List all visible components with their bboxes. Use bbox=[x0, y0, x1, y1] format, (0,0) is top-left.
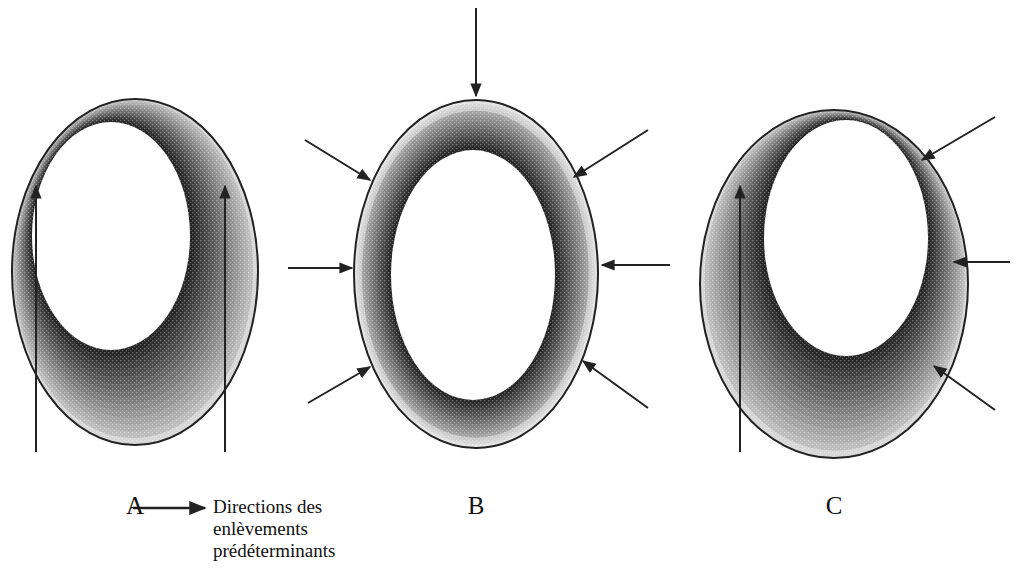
ring-shade bbox=[764, 120, 928, 356]
flake-rings bbox=[12, 99, 968, 458]
figure-letter: A bbox=[126, 492, 144, 520]
figure-letter: C bbox=[826, 492, 843, 520]
ring-stipple bbox=[12, 99, 258, 445]
ring-stipple bbox=[700, 110, 968, 458]
ring-shade bbox=[700, 110, 968, 458]
ring-shade bbox=[32, 122, 190, 350]
removal-arrows bbox=[36, 8, 1010, 452]
ring-shade bbox=[391, 150, 555, 400]
ring-outline bbox=[700, 110, 968, 458]
ring-shade bbox=[354, 100, 598, 448]
ring-stipple bbox=[354, 100, 598, 448]
legend-text: Directions des enlèvements prédéterminan… bbox=[213, 496, 383, 562]
figure-letter: B bbox=[468, 492, 485, 520]
ring-outline bbox=[354, 100, 598, 448]
ring-outline bbox=[12, 99, 258, 445]
ring-shade bbox=[12, 99, 258, 445]
